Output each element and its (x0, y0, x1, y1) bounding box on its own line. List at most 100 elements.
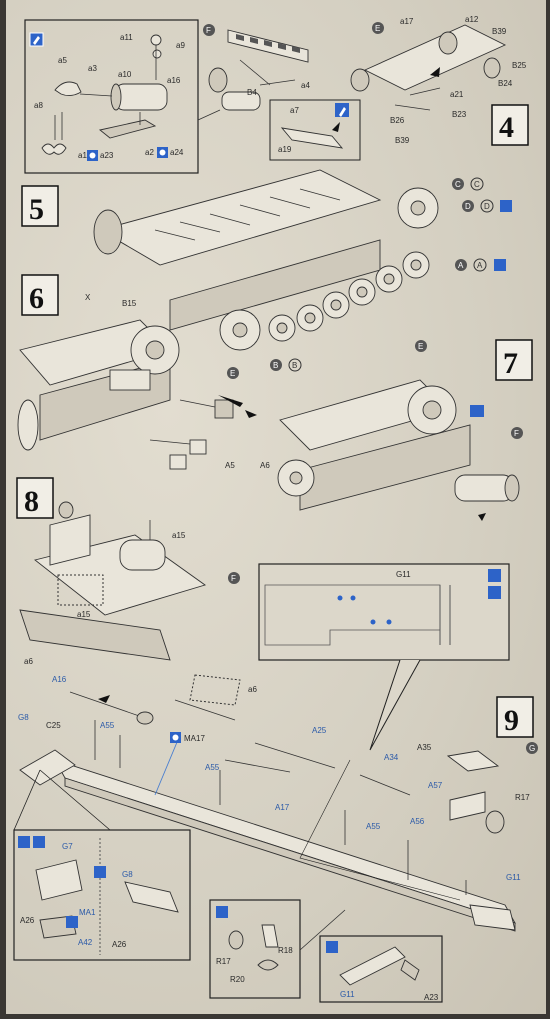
cement-icon (157, 147, 168, 158)
assembly-arrows (98, 67, 486, 703)
label-A57: A57 (428, 781, 443, 790)
svg-text:A: A (458, 261, 464, 270)
label-A55-right: A55 (366, 822, 381, 831)
label-a5: a5 (58, 56, 67, 65)
label-B15: B15 (122, 299, 137, 308)
label-A23: A23 (424, 993, 439, 1002)
label-A56: A56 (410, 817, 425, 826)
svg-text:B: B (292, 361, 297, 370)
svg-text:G: G (529, 744, 535, 753)
label-R20: R20 (230, 975, 245, 984)
label-G7: G7 (62, 842, 73, 851)
road-wheels (268, 251, 430, 342)
label-G11-box: G11 (396, 570, 411, 579)
label-a8: a8 (34, 101, 43, 110)
hull-rear-step7 (277, 379, 520, 511)
label-B26: B26 (390, 116, 405, 125)
detail-inset-box (269, 99, 361, 161)
svg-text:A: A (477, 261, 483, 270)
svg-text:7: 7 (503, 347, 518, 380)
muffler-assembly (41, 34, 168, 155)
hull-rear-step6 (17, 319, 234, 470)
label-B39: B39 (492, 27, 507, 36)
label-B24: B24 (498, 79, 513, 88)
suspension-hull-assembly (93, 169, 439, 351)
label-a11: a11 (120, 33, 133, 42)
callout-F-step8: F (228, 572, 240, 584)
svg-text:6: 6 (29, 282, 44, 315)
step-6-number: 6 (21, 274, 59, 316)
label-G8-detail: G8 (122, 870, 133, 879)
svg-text:E: E (375, 24, 380, 33)
label-a16: a16 (167, 76, 181, 85)
hull-rear-step8 (19, 501, 241, 706)
label-G11-detail: G11 (340, 990, 355, 999)
label-A16: A16 (52, 675, 67, 684)
label-G11: G11 (506, 873, 521, 882)
label-a4: a4 (301, 81, 310, 90)
svg-text:F: F (206, 26, 211, 35)
label-B25: B25 (512, 61, 527, 70)
svg-text:E: E (418, 342, 423, 351)
label-a6: a6 (24, 657, 33, 666)
label-a24: a24 (170, 148, 184, 157)
label-a6-right: a6 (248, 685, 257, 694)
rear-frame-assembly (350, 24, 507, 111)
label-A35: A35 (417, 743, 432, 752)
callout-E-step7: E (415, 340, 427, 352)
callout-C-circles: C C (452, 177, 484, 191)
label-a19: a19 (278, 145, 292, 154)
svg-text:F: F (514, 429, 519, 438)
label-a3: a3 (88, 64, 97, 73)
label-A26-right: A26 (112, 940, 127, 949)
label-A26: A26 (20, 916, 35, 925)
label-a15-top: a15 (172, 531, 186, 540)
step-9-number: 9 (496, 696, 534, 738)
label-X: X (85, 293, 91, 302)
callout-B-circles: B B (270, 358, 302, 372)
cement-icon (87, 150, 98, 161)
label-A5: A5 (225, 461, 235, 470)
label-a23: a23 (100, 151, 114, 160)
label-R17-detail: R17 (216, 957, 231, 966)
rear-plate-assembly (208, 29, 309, 111)
label-G8: G8 (18, 713, 29, 722)
label-a9: a9 (176, 41, 185, 50)
instruction-sheet: a11 a9 a5 a3 a10 a16 a8 a1 a23 a2 a24 F … (6, 0, 546, 1014)
label-a12: a12 (465, 15, 479, 24)
callout-G-step9: G (526, 742, 538, 754)
label-a10: a10 (118, 70, 132, 79)
rear-fender-detail-box (319, 935, 443, 1003)
label-A17: A17 (275, 803, 290, 812)
paint-icon (29, 32, 44, 47)
callout-pointer (299, 759, 461, 901)
label-a15: a15 (77, 610, 91, 619)
hull-topview-box (258, 563, 510, 751)
label-a21: a21 (450, 90, 464, 99)
wheel-detail-box (209, 899, 346, 999)
step-7-number: 7 (495, 339, 533, 381)
svg-text:4: 4 (499, 111, 514, 144)
paint-guide-line (154, 734, 181, 796)
step-5-number: 5 (21, 185, 59, 227)
label-B4: B4 (247, 88, 257, 97)
svg-text:8: 8 (24, 485, 39, 518)
step-4-number: 4 (491, 104, 529, 146)
callout-E-step6: E (227, 367, 239, 379)
step4-inset-box (24, 19, 221, 174)
label-A55-mid: A55 (205, 763, 220, 772)
svg-text:C: C (474, 180, 480, 189)
callout-E-circle: E (372, 22, 384, 34)
cement-icon (170, 732, 181, 743)
label-A55: A55 (100, 721, 115, 730)
svg-text:5: 5 (29, 193, 44, 226)
callout-F-circle: F (203, 24, 215, 36)
suspension-arms (154, 188, 341, 241)
label-a1: a1 (78, 151, 87, 160)
paint-icon (470, 405, 484, 417)
fender-detail-box (13, 769, 191, 961)
label-a17: a17 (400, 17, 414, 26)
svg-text:F: F (231, 574, 236, 583)
callout-F-step7: F (511, 427, 523, 439)
callout-A-circles: A A (455, 258, 506, 272)
